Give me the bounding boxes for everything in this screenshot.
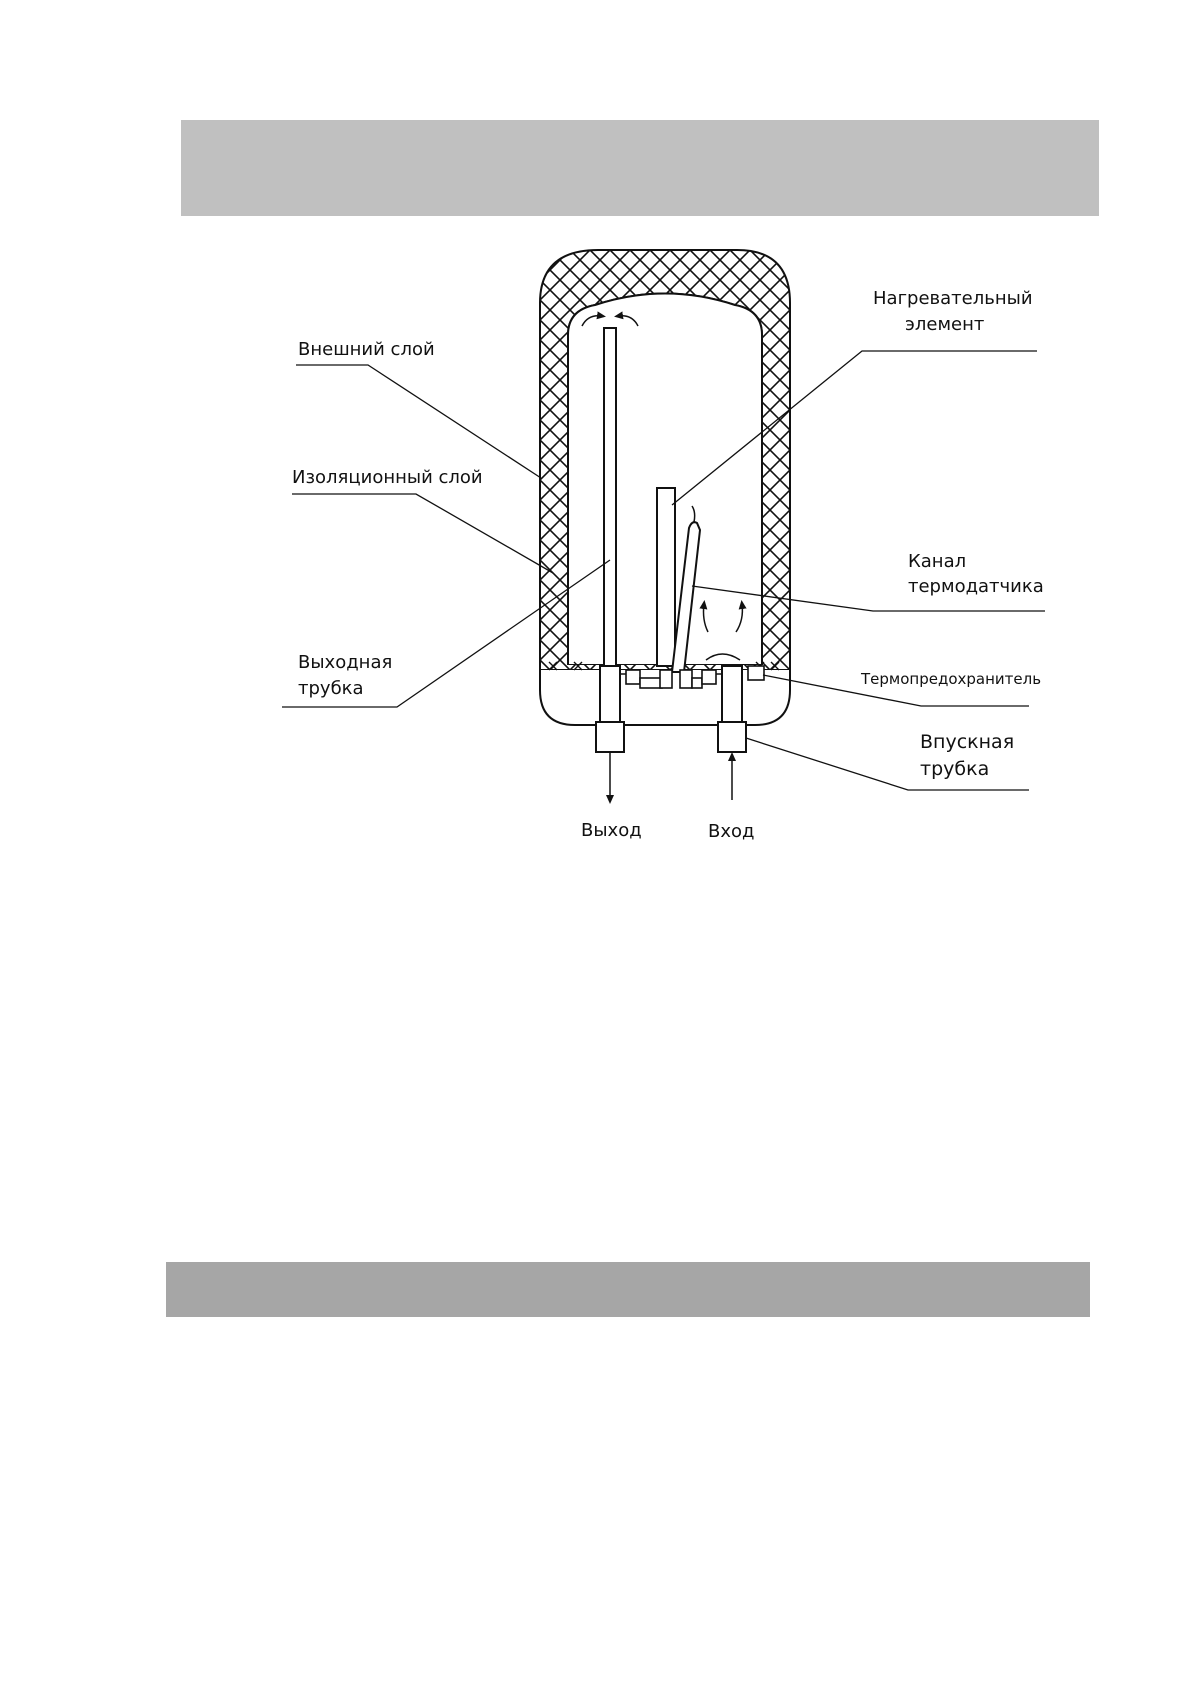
leader-inlet-tube — [745, 737, 1029, 791]
label-heating-element-line2: элемент — [905, 314, 984, 335]
header-band — [181, 120, 1099, 216]
label-inlet: Вход — [708, 821, 754, 842]
label-inlet-tube-line1: Впускная — [920, 731, 1014, 753]
leader-outlet-tube — [282, 559, 611, 708]
label-outlet: Выход — [581, 820, 642, 841]
label-outer-layer: Внешний слой — [298, 339, 435, 360]
section-band — [166, 1262, 1090, 1317]
outlet-tube — [595, 327, 625, 804]
leader-outer-layer — [296, 364, 542, 479]
label-outlet-tube-line1: Выходная — [298, 652, 392, 673]
leader-insulation-layer — [292, 493, 554, 574]
leader-heating-element — [671, 350, 1037, 506]
label-insulation-layer: Изоляционный слой — [292, 467, 483, 488]
heating-element — [656, 487, 676, 667]
flange-fittings — [620, 665, 765, 689]
leader-lines — [282, 350, 1045, 791]
label-inlet-tube-line2: трубка — [920, 758, 989, 780]
label-sensor-channel-line2: термодатчика — [908, 576, 1044, 597]
label-thermal-fuse: Термопредохранитель — [860, 670, 1041, 688]
leader-thermal-fuse — [762, 674, 1029, 707]
inlet-tube — [717, 665, 747, 800]
label-heating-element-line1: Нагревательный — [873, 288, 1033, 309]
label-outlet-tube-line2: трубка — [298, 678, 364, 699]
convection-arrows — [581, 311, 747, 661]
leader-sensor-channel — [691, 585, 1045, 612]
label-sensor-channel-line1: Канал — [908, 551, 966, 572]
sensor-channel — [670, 505, 702, 673]
